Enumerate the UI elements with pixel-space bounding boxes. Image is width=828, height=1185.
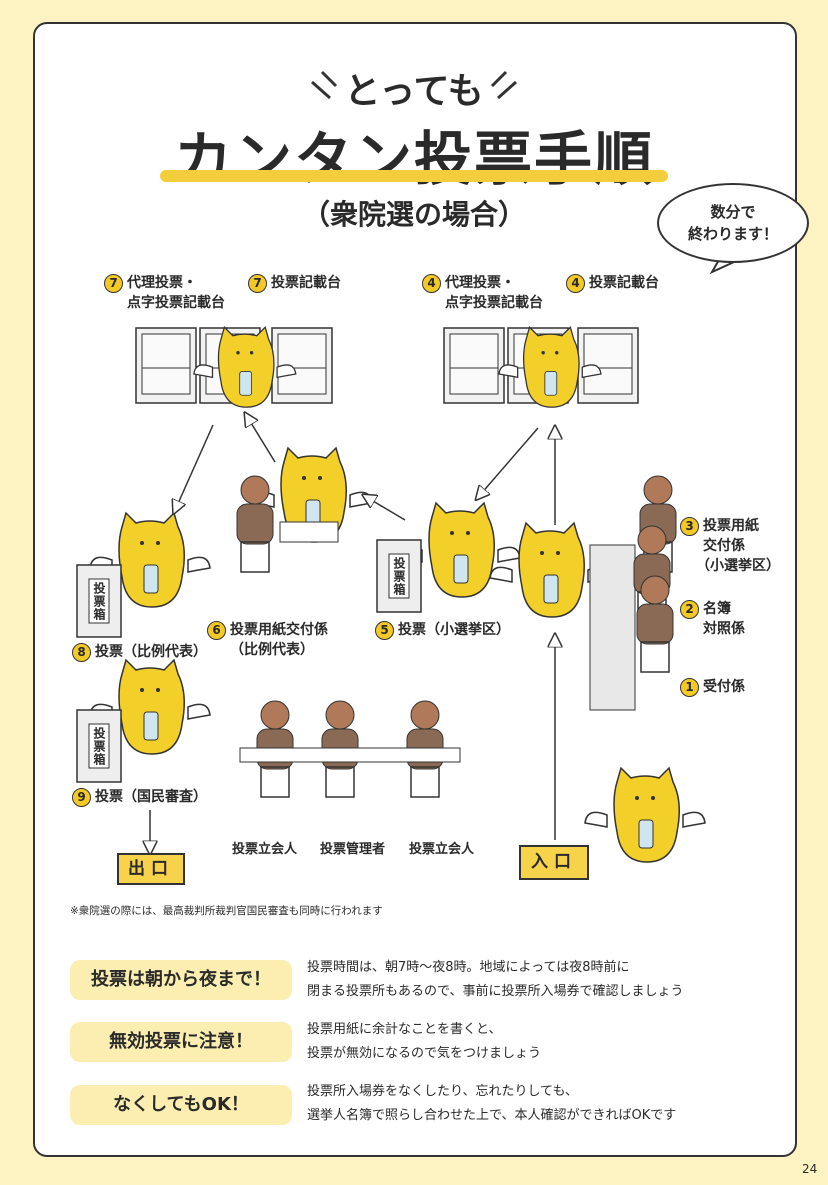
line: 選挙人名簿で照らし合わせた上で、本人確認ができればOKです — [307, 1108, 677, 1123]
entrance-sign: 入口 — [519, 845, 589, 880]
label: 対照係 — [703, 621, 745, 637]
label: 投票記載台 — [271, 275, 341, 291]
label: 投票（小選挙区） — [398, 622, 510, 638]
step-number: 9 — [72, 787, 91, 807]
label: 投票（国民審査） — [95, 789, 207, 805]
line: 投票用紙に余計なことを書くと、 — [307, 1022, 502, 1037]
page-subtitle: （衆院選の場合） — [301, 198, 526, 231]
title-underline — [160, 170, 668, 182]
label: （小選挙区） — [696, 558, 780, 574]
step-number: 7 — [248, 273, 267, 293]
label: 投票記載台 — [589, 275, 659, 291]
tip-title: 投票は朝から夜まで！ — [70, 960, 292, 1000]
page-number: 24 — [802, 1162, 818, 1176]
step-number: 2 — [680, 599, 699, 619]
step-number: 6 — [207, 620, 226, 640]
label: 名簿 — [703, 601, 731, 617]
official-label: 投票立会人 — [232, 842, 298, 857]
step-number: 4 — [422, 273, 441, 293]
bubble-line2: 終わります！ — [687, 225, 778, 243]
label: 点字投票記載台 — [445, 295, 543, 311]
ballot-box-label: 投票箱 — [392, 556, 406, 596]
label: 投票（比例代表） — [95, 644, 207, 660]
tip-title: 無効投票に注意！ — [70, 1022, 292, 1062]
label: 点字投票記載台 — [127, 295, 225, 311]
step-number: 8 — [72, 642, 91, 662]
page-title: カンタン投票手順 — [173, 125, 654, 193]
step-number: 7 — [104, 273, 123, 293]
footnote: ※衆院選の際には、最高裁判所裁判官国民審査も同時に行われます — [70, 905, 383, 917]
step-number: 1 — [680, 677, 699, 697]
exit-sign: 出口 — [117, 853, 185, 885]
line: 投票所入場券をなくしたり、忘れたりしても、 — [307, 1084, 579, 1099]
tip-title: なくしてもOK！ — [70, 1085, 292, 1125]
step-number: 3 — [680, 516, 699, 536]
label: 受付係 — [703, 679, 745, 695]
ballot-box-label: 投票箱 — [92, 581, 106, 621]
tip-description: 投票所入場券をなくしたり、忘れたりしても、選挙人名簿で照らし合わせた上で、本人確… — [307, 1080, 676, 1128]
line: 投票時間は、朝7時～夜8時。地域によっては夜8時前に — [307, 960, 630, 975]
tip-description: 投票用紙に余計なことを書くと、投票が無効になるので気をつけましょう — [307, 1018, 541, 1066]
bubble-line1: 数分で — [710, 203, 756, 221]
label: 投票用紙交付係 — [230, 622, 328, 638]
line: 閉まる投票所もあるので、事前に投票所入場券で確認しましょう — [307, 984, 684, 999]
label: 代理投票・ — [445, 275, 515, 291]
speech-bubble: 数分で終わります！ — [657, 183, 809, 263]
label: 代理投票・ — [127, 275, 197, 291]
line: 投票が無効になるので気をつけましょう — [307, 1046, 542, 1061]
official-label: 投票立会人 — [409, 842, 475, 857]
step-number: 4 — [566, 273, 585, 293]
official-label: 投票管理者 — [320, 842, 386, 857]
title-kicker: とっても — [344, 71, 484, 112]
tip-description: 投票時間は、朝7時～夜8時。地域によっては夜8時前に閉まる投票所もあるので、事前… — [307, 956, 683, 1004]
label: 投票用紙 — [703, 518, 759, 534]
label: 交付係 — [703, 538, 745, 554]
step-number: 5 — [375, 620, 394, 640]
ballot-box-label: 投票箱 — [92, 726, 106, 766]
label: （比例代表） — [230, 642, 314, 658]
